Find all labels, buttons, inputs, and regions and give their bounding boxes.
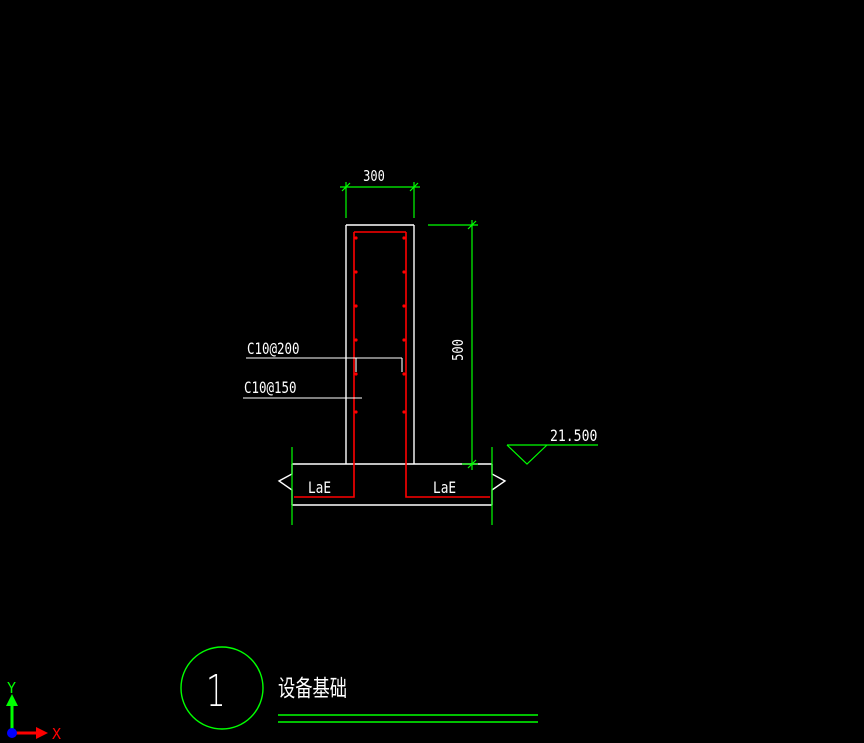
rebar-longitudinal-label: C10@150 [244, 380, 297, 398]
dim-height-tick-bottom [467, 459, 477, 469]
title-number: 1 [206, 665, 226, 716]
anchorage-right-label: LaE [433, 480, 456, 498]
ucs-y-label: Y [7, 679, 16, 697]
rebar-dot [402, 270, 406, 274]
elevation-marker [506, 444, 598, 465]
ucs-origin-icon [7, 728, 17, 738]
rebar-cage [294, 231, 490, 498]
pier-outline [345, 224, 415, 464]
rebar-dot [354, 338, 358, 342]
dim-height-label: 500 [450, 339, 468, 361]
elevation-label: 21.500 [550, 427, 597, 446]
rebar-dot [354, 236, 358, 240]
title-number-circle [180, 646, 264, 730]
drawing-title: 设备基础 [278, 675, 347, 702]
title-block [180, 646, 538, 730]
dim-width-label: 300 [363, 168, 385, 186]
rebar-stirrup-label: C10@200 [247, 341, 300, 359]
rebar-dot [354, 270, 358, 274]
rebar-dot [354, 372, 358, 376]
rebar-left-bar [294, 232, 355, 498]
rebar-dot [402, 304, 406, 308]
slab-right-break-line [491, 464, 507, 505]
rebar-dot [402, 236, 406, 240]
rebar-right-bar [405, 232, 490, 498]
slab-extension-lines [291, 447, 493, 525]
dimension-width [340, 182, 420, 218]
dim-width-tick-right [409, 182, 419, 192]
ucs-x-arrow-icon [36, 727, 48, 739]
rebar-dots [354, 236, 406, 414]
rebar-leaders [243, 357, 403, 399]
rebar-dot [354, 410, 358, 414]
ucs-y-arrow-icon [6, 694, 18, 706]
anchorage-left-label: LaE [308, 480, 331, 498]
dimension-height [428, 220, 478, 470]
dim-width-tick-left [341, 182, 351, 192]
ucs-x-label: X [52, 725, 61, 743]
slab-left-break-line [277, 464, 293, 505]
ucs-icon [6, 694, 48, 739]
rebar-dot [402, 410, 406, 414]
rebar-dot [402, 372, 406, 376]
dim-height-tick-top [467, 220, 477, 230]
rebar-dot [354, 304, 358, 308]
rebar-dot [402, 338, 406, 342]
elevation-triangle-icon [506, 444, 548, 465]
